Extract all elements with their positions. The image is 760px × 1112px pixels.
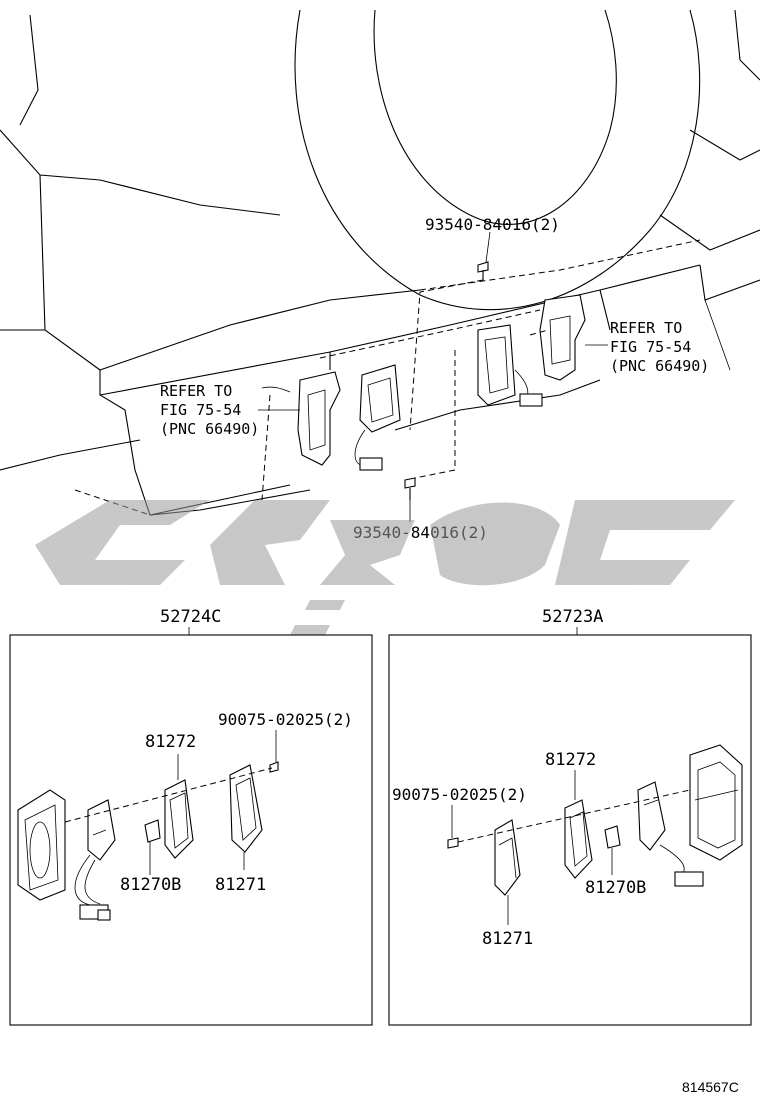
watermark-logo [35,500,735,635]
left-label-bulb: 81270B [120,875,181,895]
upper-dashed-leaders [261,279,549,501]
right-screw-icon [447,837,459,849]
right-label-bulb: 81270B [585,878,646,898]
label-refer-left-1: REFER TO [160,382,232,400]
right-label-screw: 90075-02025(2) [392,785,527,804]
vehicle-rear-drawing [0,9,760,516]
left-license-lamp-upper [354,364,401,471]
right-label-lens: 81271 [482,929,533,949]
right-label-gasket: 81272 [545,750,596,770]
label-refer-right-2: FIG 75-54 [610,338,691,356]
left-label-lens: 81271 [215,875,266,895]
right-bulb-icon [604,825,621,849]
label-refer-right-3: (PNC 66490) [610,357,709,375]
right-license-lamp-upper [477,324,543,407]
left-bulb-icon [144,819,161,843]
left-box-title: 52724C [160,607,221,627]
left-label-gasket: 81272 [145,732,196,752]
left-assembly-box: 52724C 90075-02025(2) 81272 81270B 81271 [9,607,373,1026]
bolt-top-icon [477,261,489,280]
figure-id: 814567C [682,1079,739,1095]
left-label-screw: 90075-02025(2) [218,710,353,729]
leader-refer-left [261,386,291,393]
bolt-bottom-icon [404,477,416,500]
label-bolt-top: 93540-84016(2) [425,215,560,234]
left-screw-icon [269,761,279,773]
label-refer-left-3: (PNC 66490) [160,420,259,438]
label-refer-right-1: REFER TO [610,319,682,337]
left-bracket [297,371,341,466]
right-box-title: 52723A [542,607,603,627]
label-refer-left-2: FIG 75-54 [160,401,241,419]
right-assembly-box: 52723A 90075-02025(2) 81272 81270B 81271 [388,607,752,1026]
leader-bolt-top [485,231,491,263]
right-bracket [539,294,586,381]
